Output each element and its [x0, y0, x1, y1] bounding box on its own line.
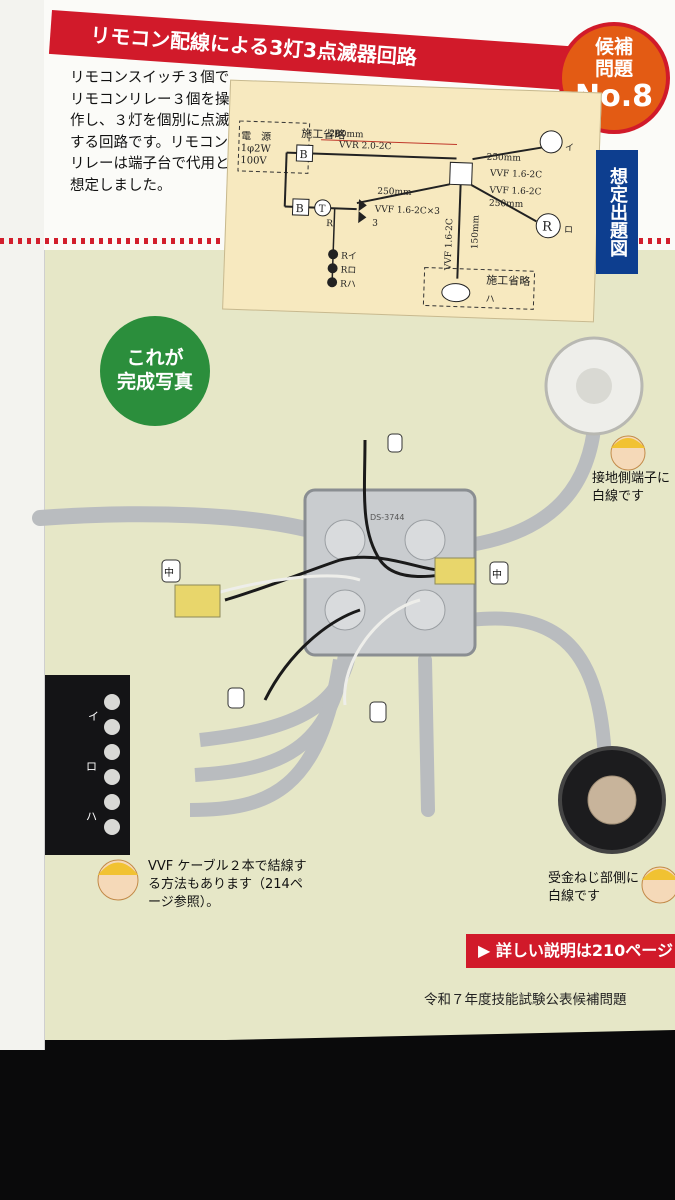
wire-x3 — [356, 183, 450, 205]
detail-page-link[interactable]: ▶ 詳しい説明は210ページ — [466, 934, 675, 968]
badge-line1: 候補 — [594, 36, 633, 58]
dim-250-left: 250mm — [377, 187, 412, 198]
box-marking: DS-3744 — [370, 513, 404, 522]
dim-250-top: 250mm — [486, 153, 521, 164]
candidate-badge: 候補 問題 No.8 — [558, 22, 670, 134]
note-two-cables: VVF ケーブル２本で結線する方法もあります（214ページ参照）。 — [148, 859, 307, 910]
label-i: イ — [565, 143, 574, 153]
wire-to-lamp-i — [472, 145, 548, 161]
sleeve-small-top — [387, 433, 403, 453]
badge-text2: 完成写真 — [116, 371, 193, 393]
box-b2 — [291, 198, 310, 216]
wire-vertical — [456, 184, 462, 279]
badge-line2: 問題 — [594, 58, 633, 80]
junction-box — [449, 161, 473, 186]
white-wire-left — [209, 574, 361, 597]
dim-150: 150mm — [470, 214, 481, 249]
power-cable — [32, 506, 318, 538]
power-label1: 電 源 — [241, 129, 271, 143]
label-ha: ハ — [485, 295, 494, 305]
r-ro: Rロ — [340, 266, 356, 277]
power-label3: 100V — [240, 155, 267, 167]
rs-wire — [331, 208, 336, 283]
knockout-2 — [404, 519, 446, 561]
sleeve-middle-2: 中 — [489, 561, 509, 585]
note-receptacle: 受金ねじ部側に白線です — [548, 871, 640, 904]
cable-to-ceiling-lamp — [463, 413, 602, 552]
sleeve-label-2: 中 — [492, 568, 502, 581]
knockout-3 — [324, 589, 366, 631]
wire-to-lamp-ro — [471, 184, 537, 223]
dim-line-200 — [321, 139, 458, 146]
terminal-label-ro: ロ — [86, 760, 97, 773]
black-wire-left — [224, 555, 441, 602]
symbol-r-small: R — [326, 219, 333, 229]
wiring-diagram: 施工省略 電 源 1φ2W 100V B VVR 2.0-2C 200mm イ … — [222, 79, 602, 323]
lamp-i-symbol — [539, 130, 563, 154]
power-label2: 1φ2W — [241, 143, 272, 155]
sleeve-middle-1: 中 — [161, 559, 181, 583]
symbol-t: T — [318, 204, 325, 215]
terminal-label-i: イ — [88, 710, 99, 723]
dim-250-right: 250mm — [489, 199, 524, 210]
cable-down — [418, 653, 435, 817]
box-b1 — [295, 144, 314, 163]
wire-connector-left — [174, 584, 221, 618]
symbol-r-big: R — [542, 220, 554, 235]
avatar-upper — [610, 435, 646, 471]
cable-to-receptacle — [463, 611, 612, 767]
omit-label-top: 施工省略 — [301, 126, 345, 142]
lamp-holder-center — [576, 368, 612, 404]
relay-symbol-1 — [358, 199, 367, 212]
symbol-b2: B — [295, 202, 304, 215]
omit-box-bottom — [422, 266, 536, 310]
dim-200: 200mm — [329, 129, 364, 140]
page-footer: 令和７年度技能試験公表候補問題 — [424, 992, 627, 1008]
main-wire — [286, 151, 457, 160]
label-3: 3 — [372, 219, 378, 229]
label-ro: ロ — [564, 225, 573, 235]
badge-text1: これが — [126, 347, 184, 369]
cable-vvf-x3: VVF 1.6-2C×3 — [373, 205, 440, 217]
r-ha: Rハ — [340, 280, 356, 291]
lamp-ha-symbol — [441, 283, 471, 303]
relay-symbol-2 — [358, 211, 367, 224]
branch-wire — [283, 152, 288, 207]
terminal-label-ha: ハ — [86, 810, 97, 823]
transformer-symbol — [314, 199, 332, 217]
finished-photo-badge: これが 完成写真 — [100, 316, 210, 426]
white-wire-sleeve — [343, 598, 421, 706]
receptacle-socket — [587, 775, 637, 825]
terminal-screws — [104, 694, 120, 835]
diagram-svg: 施工省略 電 源 1φ2W 100V B VVR 2.0-2C 200mm イ … — [237, 120, 574, 310]
cable-vvf-mid: VVF 1.6-2C — [488, 186, 542, 198]
cable-terminal-3 — [189, 658, 347, 817]
knockout-1 — [324, 519, 366, 561]
finished-work-photo: DS-3744 中 中 イ ロ ハ — [32, 336, 675, 904]
omit-label-bottom: 施工省略 — [486, 273, 530, 289]
cable-vvf-vertical: VVF 1.6-2C — [444, 218, 456, 272]
cable-vvr: VVR 2.0-2C — [338, 140, 392, 152]
avatar-left — [97, 859, 139, 901]
lamp-ro-symbol — [535, 213, 561, 239]
r-i: Rイ — [341, 252, 357, 263]
circuit-description: リモコンスイッチ３個でリモコンリレー３個を操作し、３灯を個別に点滅する回路です。… — [70, 70, 230, 194]
wire-connector-right — [434, 557, 476, 585]
note-ground-terminal: 接地側端子に白線です — [592, 471, 671, 504]
sleeve-small-left — [227, 687, 245, 709]
symbol-b1: B — [299, 148, 308, 161]
avatar-right — [641, 866, 675, 904]
knockout-4 — [404, 589, 446, 631]
assumed-diagram-tag: 想定出題図 — [596, 150, 638, 274]
sleeve-small-bottom — [369, 701, 387, 723]
cable-vvf-top: VVF 1.6-2C — [489, 169, 543, 181]
sleeve-label-1: 中 — [164, 566, 174, 579]
black-wire-sleeve — [263, 608, 361, 701]
